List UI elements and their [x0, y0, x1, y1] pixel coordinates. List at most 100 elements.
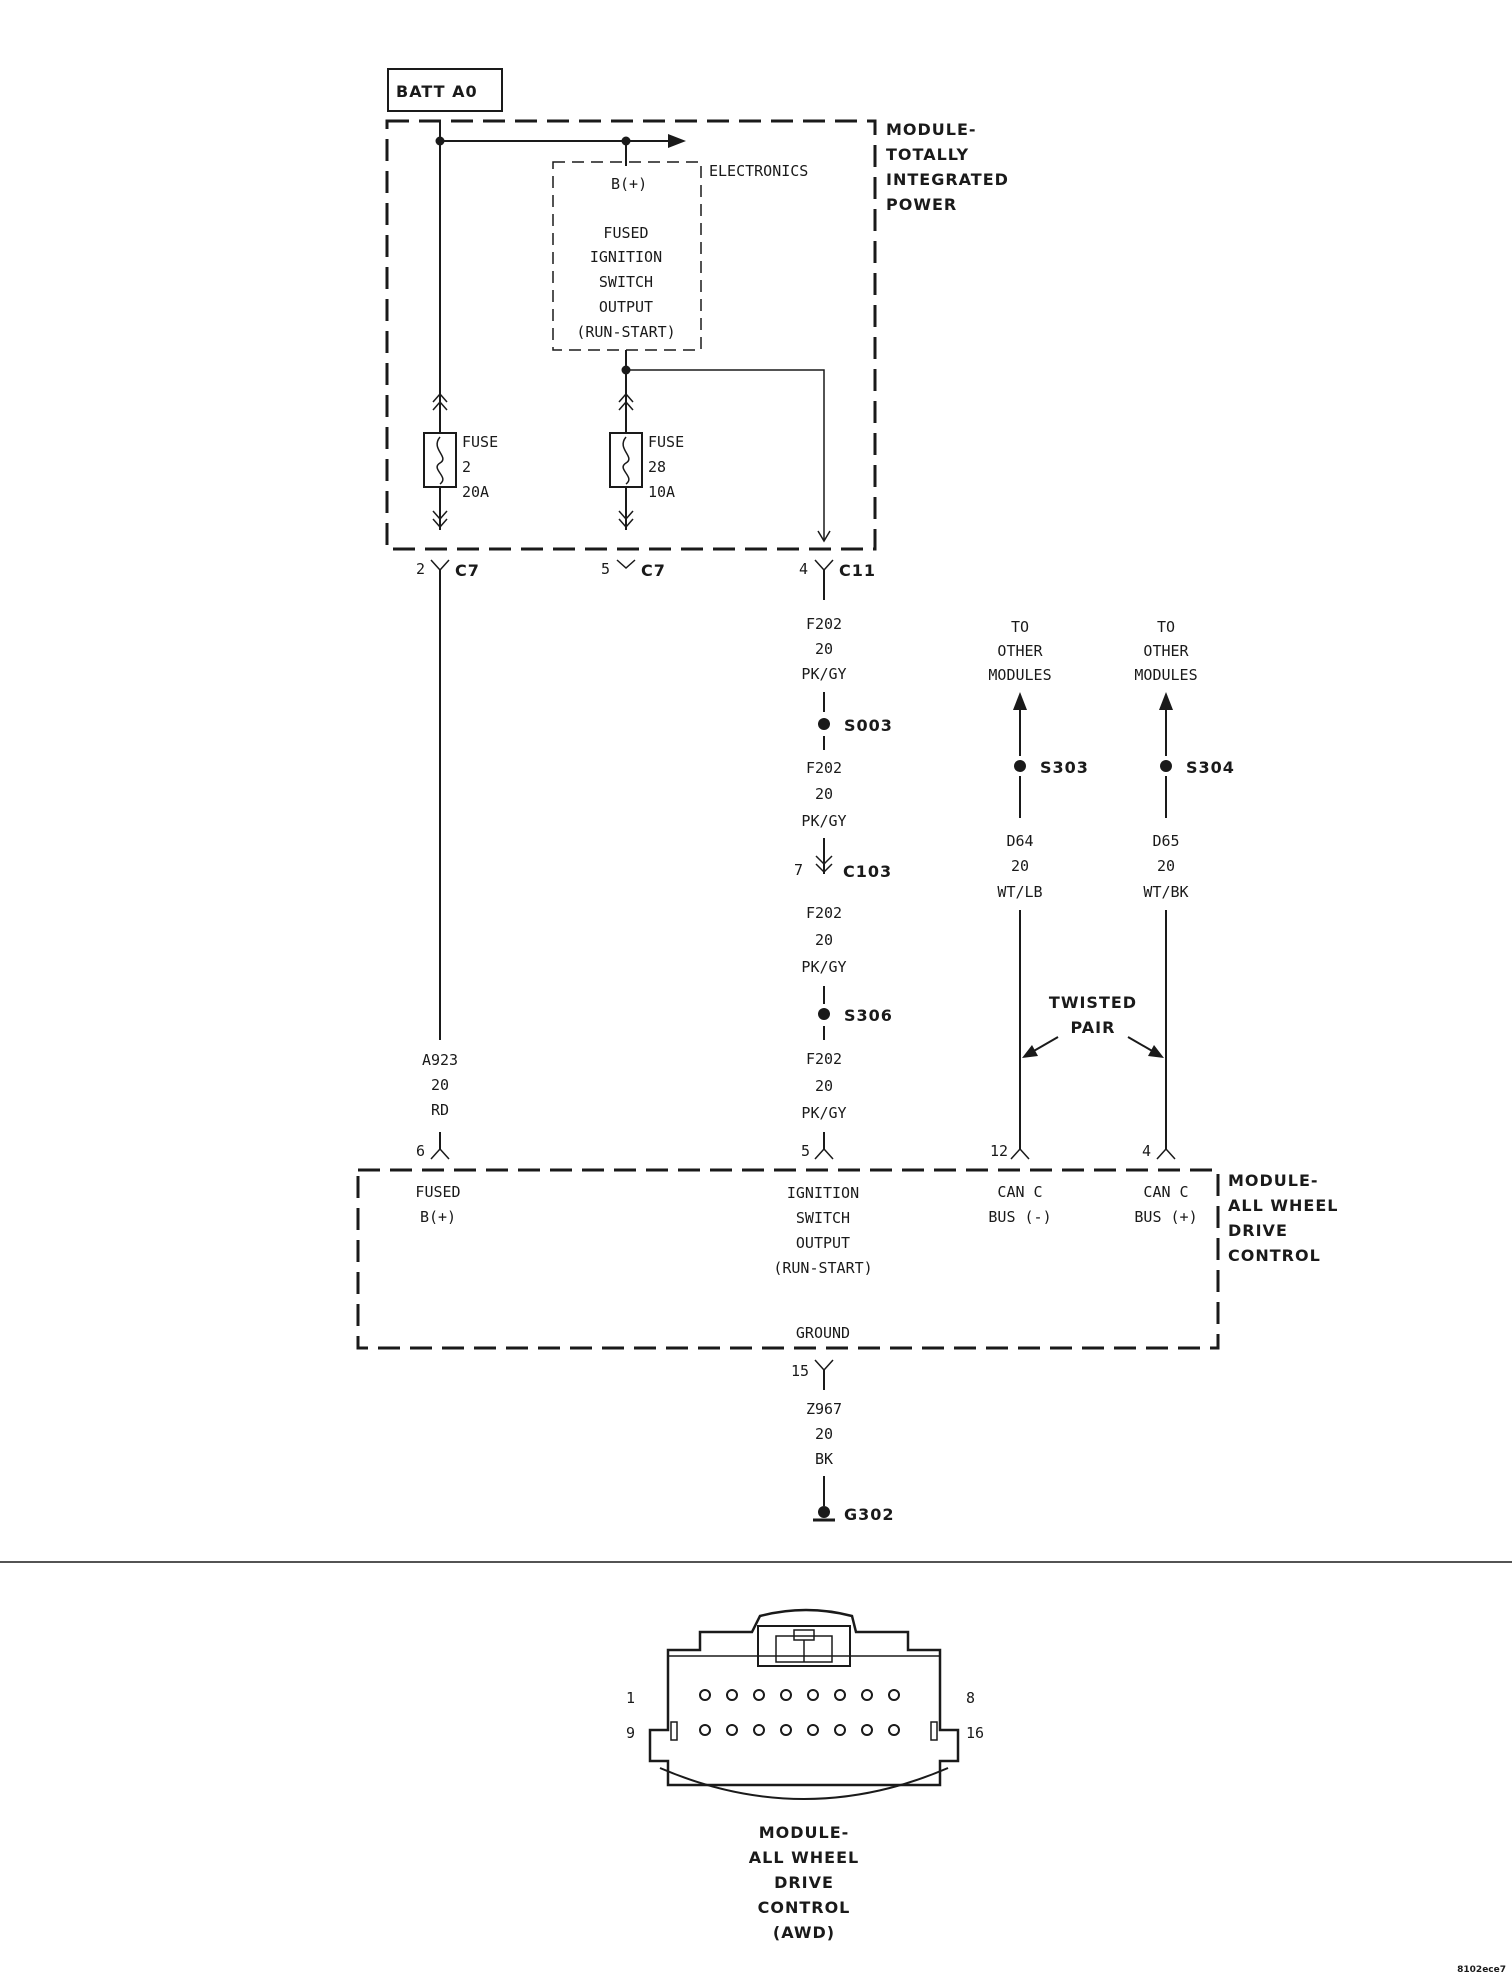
awd-fused-bplus-label: FUSED B(+) — [415, 1183, 460, 1226]
s304-label: S304 — [1186, 758, 1235, 777]
twisted-pair-arrow-left — [1031, 1036, 1059, 1053]
svg-text:CONTROL: CONTROL — [1228, 1246, 1321, 1265]
awd-pin5-connector — [814, 1147, 834, 1160]
c11-connector — [814, 559, 834, 572]
c7-pin5-number: 5 — [601, 560, 610, 578]
s003-splice — [818, 718, 830, 730]
f202-wire-label-1: F202 20 PK/GY — [801, 615, 846, 683]
svg-text:TOTALLY: TOTALLY — [886, 145, 969, 164]
svg-text:MODULES: MODULES — [1134, 666, 1197, 684]
c7-label: C7 — [455, 561, 480, 580]
awd-module-box — [356, 1168, 1220, 1350]
svg-text:Z967: Z967 — [806, 1400, 842, 1418]
svg-text:F202: F202 — [806, 904, 842, 922]
svg-text:20: 20 — [815, 1425, 833, 1443]
svg-text:RD: RD — [431, 1101, 449, 1119]
svg-text:CAN C: CAN C — [997, 1183, 1042, 1201]
twisted-pair-arrow-right — [1127, 1036, 1155, 1053]
to-modules-arrow-left — [1013, 692, 1027, 710]
batt-box — [387, 68, 503, 112]
s304-splice — [1160, 760, 1172, 772]
fused-ignition-label: FUSED IGNITION SWITCH OUTPUT (RUN-START) — [576, 224, 675, 341]
svg-text:FUSED: FUSED — [415, 1183, 460, 1201]
c7-pin5-connector — [616, 559, 636, 570]
svg-text:MODULE-: MODULE- — [1228, 1171, 1319, 1190]
svg-text:28: 28 — [648, 458, 666, 476]
c7-label-2: C7 — [641, 561, 666, 580]
svg-text:POWER: POWER — [886, 195, 957, 214]
svg-text:PK/GY: PK/GY — [801, 1104, 846, 1122]
svg-text:2: 2 — [462, 458, 471, 476]
svg-text:IGNITION: IGNITION — [787, 1184, 859, 1202]
svg-text:OTHER: OTHER — [997, 642, 1043, 660]
fuse28-connector-bottom — [618, 510, 634, 521]
fuse28-label: FUSE 28 10A — [648, 433, 684, 501]
svg-text:FUSED: FUSED — [603, 224, 648, 242]
svg-text:F202: F202 — [806, 759, 842, 777]
awd-pin4-number: 4 — [1142, 1142, 1151, 1160]
svg-text:F202: F202 — [806, 615, 842, 633]
fuse28-connector-top — [618, 392, 634, 403]
f202-wire-label-2: F202 20 PK/GY — [801, 759, 846, 830]
svg-text:TWISTED: TWISTED — [1049, 993, 1137, 1012]
awd-can-minus-label: CAN C BUS (-) — [988, 1183, 1051, 1226]
svg-text:D65: D65 — [1152, 832, 1179, 850]
svg-text:B(+): B(+) — [420, 1208, 456, 1226]
s306-splice — [818, 1008, 830, 1020]
svg-text:TO: TO — [1157, 618, 1175, 636]
svg-text:SWITCH: SWITCH — [796, 1209, 850, 1227]
f202-wire-label-3: F202 20 PK/GY — [801, 904, 846, 976]
awd-pin6-number: 6 — [416, 1142, 425, 1160]
fuse2-label: FUSE 2 20A — [462, 433, 498, 501]
awd-pin6-connector — [430, 1147, 450, 1160]
awd-pin15-connector — [814, 1359, 834, 1372]
svg-text:PK/GY: PK/GY — [801, 958, 846, 976]
connector-pin9-label: 9 — [626, 1724, 635, 1742]
svg-text:10A: 10A — [648, 483, 675, 501]
svg-text:WT/LB: WT/LB — [997, 883, 1042, 901]
svg-text:IGNITION: IGNITION — [590, 248, 662, 266]
fuse2-symbol — [423, 432, 457, 488]
awd-pin15-number: 15 — [791, 1362, 809, 1380]
svg-text:FUSE: FUSE — [462, 433, 498, 451]
twisted-pair-label: TWISTED PAIR — [1049, 993, 1137, 1037]
batt-label: BATT A0 — [396, 82, 478, 101]
svg-text:MODULES: MODULES — [988, 666, 1051, 684]
fuse28-symbol — [609, 432, 643, 488]
svg-text:OUTPUT: OUTPUT — [796, 1234, 850, 1252]
svg-text:SWITCH: SWITCH — [599, 273, 653, 291]
to-modules-arrow-right — [1159, 692, 1173, 710]
svg-text:20A: 20A — [462, 483, 489, 501]
svg-text:ALL WHEEL: ALL WHEEL — [749, 1848, 859, 1867]
svg-text:A923: A923 — [422, 1051, 458, 1069]
svg-text:CAN C: CAN C — [1143, 1183, 1188, 1201]
connector-pin1-label: 1 — [626, 1689, 635, 1707]
fuse2-connector-top — [432, 392, 448, 403]
awd-module-title: MODULE- ALL WHEEL DRIVE CONTROL — [1228, 1171, 1338, 1265]
z967-wire-label: Z967 20 BK — [806, 1400, 842, 1468]
c11-arrow — [817, 530, 831, 543]
tipm-module-box — [385, 119, 877, 551]
connector-caption: MODULE- ALL WHEEL DRIVE CONTROL (AWD) — [749, 1823, 859, 1942]
s003-label: S003 — [844, 716, 893, 735]
svg-text:MODULE-: MODULE- — [886, 120, 977, 139]
svg-text:(AWD): (AWD) — [773, 1923, 835, 1942]
svg-text:(RUN-START): (RUN-START) — [773, 1259, 872, 1277]
awd-ignition-label: IGNITION SWITCH OUTPUT (RUN-START) — [773, 1184, 872, 1277]
svg-text:20: 20 — [1157, 857, 1175, 875]
svg-text:OTHER: OTHER — [1143, 642, 1189, 660]
svg-text:ALL WHEEL: ALL WHEEL — [1228, 1196, 1338, 1215]
svg-text:20: 20 — [815, 785, 833, 803]
svg-text:FUSE: FUSE — [648, 433, 684, 451]
c11-label: C11 — [839, 561, 876, 580]
c7-pin2-number: 2 — [416, 560, 425, 578]
awd-pin4-connector — [1156, 1147, 1176, 1160]
c103-label: C103 — [843, 862, 892, 881]
svg-text:20: 20 — [431, 1076, 449, 1094]
c11-pin-number: 4 — [799, 560, 808, 578]
svg-text:BUS (+): BUS (+) — [1134, 1208, 1197, 1226]
d65-wire-label: D65 20 WT/BK — [1143, 832, 1188, 901]
a923-wire-label: A923 20 RD — [422, 1051, 458, 1119]
svg-text:20: 20 — [815, 931, 833, 949]
